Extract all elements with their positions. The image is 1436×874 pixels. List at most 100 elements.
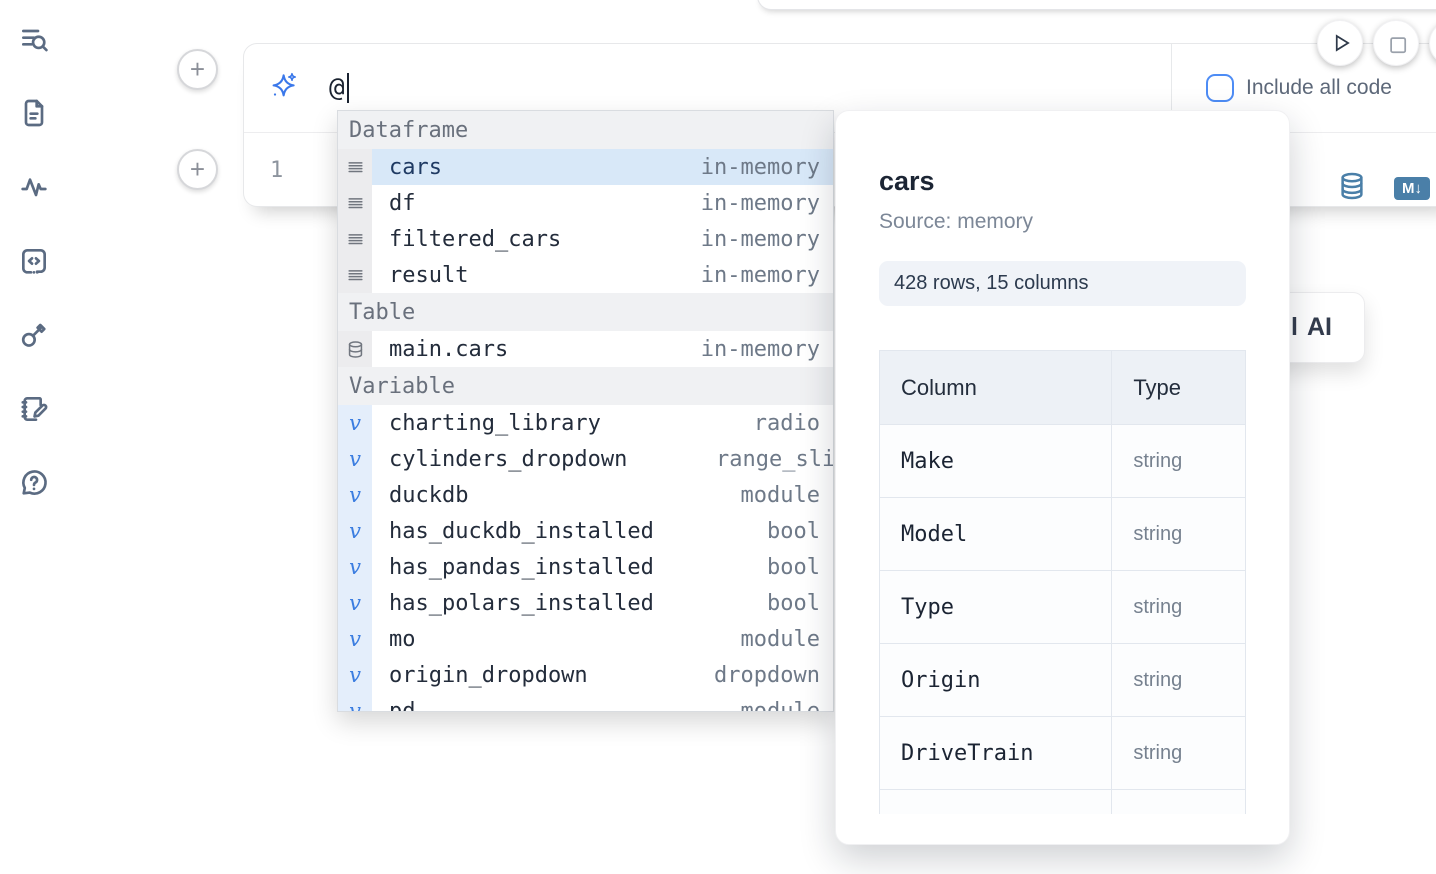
code-editor-row[interactable]: 1 M↓ bbox=[244, 133, 1436, 207]
schema-column-header: Column bbox=[879, 350, 1113, 425]
schema-column-name: Make bbox=[879, 424, 1113, 498]
notebook-pen-icon bbox=[21, 397, 48, 421]
dataframe-icon bbox=[347, 233, 363, 244]
dataframe-icon bbox=[347, 197, 363, 208]
dataframe-icon bbox=[347, 269, 363, 280]
schema-column-name: DriveTrain bbox=[879, 716, 1113, 790]
autocomplete-item[interactable]: v mo module bbox=[338, 621, 833, 657]
completion-label: mo bbox=[389, 626, 416, 652]
variable-icon: v bbox=[349, 482, 361, 507]
play-icon bbox=[1335, 34, 1350, 52]
schema-column-name: Origin bbox=[879, 643, 1113, 717]
code-square-icon bbox=[22, 249, 46, 274]
autocomplete-item[interactable]: main.cars in-memory bbox=[338, 331, 833, 367]
help-circle-icon bbox=[22, 470, 47, 495]
completion-detail: bool bbox=[767, 518, 820, 544]
previous-cell-edge bbox=[757, 0, 1436, 10]
stop-button[interactable] bbox=[1373, 20, 1419, 66]
completion-detail: bool bbox=[767, 554, 820, 580]
completion-label: cylinders_dropdown bbox=[389, 446, 628, 472]
autocomplete-section-header: Table bbox=[338, 293, 833, 331]
completion-label: main.cars bbox=[389, 336, 509, 362]
sidebar-item-activity[interactable] bbox=[18, 171, 50, 203]
sidebar-item-list-search[interactable] bbox=[18, 23, 50, 55]
completion-detail: in-memory bbox=[700, 336, 820, 362]
completion-detail: in-memory bbox=[700, 190, 820, 216]
completion-label: origin_dropdown bbox=[389, 662, 588, 688]
variable-icon: v bbox=[349, 410, 361, 435]
sparkles-icon bbox=[268, 71, 298, 106]
schema-column-type: string bbox=[1111, 424, 1246, 498]
line-number: 1 bbox=[270, 157, 284, 183]
autocomplete-item[interactable]: v charting_library radio bbox=[338, 405, 833, 441]
schema-column-type: string bbox=[1111, 643, 1246, 717]
variable-icon: v bbox=[349, 518, 361, 543]
table-icon bbox=[348, 340, 362, 358]
include-all-code-checkbox[interactable] bbox=[1206, 74, 1234, 102]
completion-detail: in-memory bbox=[700, 226, 820, 252]
completion-label: pd bbox=[389, 698, 416, 712]
text-cursor bbox=[346, 73, 349, 103]
add-cell-above-button[interactable]: + bbox=[177, 49, 218, 90]
variable-icon: v bbox=[349, 554, 361, 579]
completion-label: cars bbox=[389, 154, 442, 180]
include-all-code-label: Include all code bbox=[1246, 76, 1392, 99]
sidebar-item-code-square[interactable] bbox=[18, 245, 50, 277]
completion-detail: module bbox=[740, 482, 820, 508]
add-cell-below-button[interactable]: + bbox=[177, 149, 218, 190]
sidebar-item-file-text[interactable] bbox=[18, 97, 50, 129]
completion-detail: module bbox=[740, 698, 820, 712]
completion-label: charting_library bbox=[389, 410, 601, 436]
preview-source: Source: memory bbox=[879, 210, 1034, 233]
run-cell-button[interactable] bbox=[1317, 20, 1363, 66]
ai-card-label: AI bbox=[1307, 313, 1332, 341]
schema-column-type: string bbox=[1111, 497, 1246, 571]
schema-column-type: string bbox=[1111, 570, 1246, 644]
completion-detail: radio bbox=[753, 410, 820, 436]
schema-column-name: Model bbox=[879, 497, 1113, 571]
dataframe-icon bbox=[347, 161, 363, 172]
database-icon[interactable] bbox=[1337, 171, 1367, 206]
autocomplete-section-header: Variable bbox=[338, 367, 833, 405]
completion-detail: bool bbox=[767, 590, 820, 616]
stop-icon bbox=[1390, 37, 1407, 54]
completion-detail: module bbox=[740, 626, 820, 652]
completion-label: df bbox=[389, 190, 416, 216]
file-text-icon bbox=[24, 99, 44, 127]
divider bbox=[1171, 44, 1172, 132]
sidebar bbox=[18, 23, 50, 499]
ai-prompt-row[interactable]: @ Include all code bbox=[244, 44, 1436, 133]
variable-icon: v bbox=[349, 698, 361, 712]
variable-icon: v bbox=[349, 590, 361, 615]
autocomplete-item[interactable]: df in-memory bbox=[338, 185, 833, 221]
completion-detail: in-memory bbox=[700, 262, 820, 288]
sidebar-item-help-circle[interactable] bbox=[18, 467, 50, 499]
markdown-icon[interactable]: M↓ bbox=[1394, 177, 1430, 200]
list-search-icon bbox=[22, 29, 48, 52]
sidebar-item-key[interactable] bbox=[18, 319, 50, 351]
sidebar-item-notebook-pen[interactable] bbox=[18, 393, 50, 425]
variable-icon: v bbox=[349, 662, 361, 687]
shape-badge: 428 rows, 15 columns bbox=[879, 261, 1246, 306]
ai-card-clipped-text: l bbox=[1291, 313, 1298, 341]
completion-label: has_duckdb_installed bbox=[389, 518, 654, 544]
ai-prompt-input[interactable]: @ bbox=[329, 73, 349, 103]
dataframe-preview-panel: cars Source: memory 428 rows, 15 columns… bbox=[835, 110, 1290, 845]
autocomplete-item[interactable]: v has_duckdb_installed bool bbox=[338, 513, 833, 549]
autocomplete-item[interactable]: v pd module bbox=[338, 693, 833, 712]
variable-icon: v bbox=[349, 626, 361, 651]
